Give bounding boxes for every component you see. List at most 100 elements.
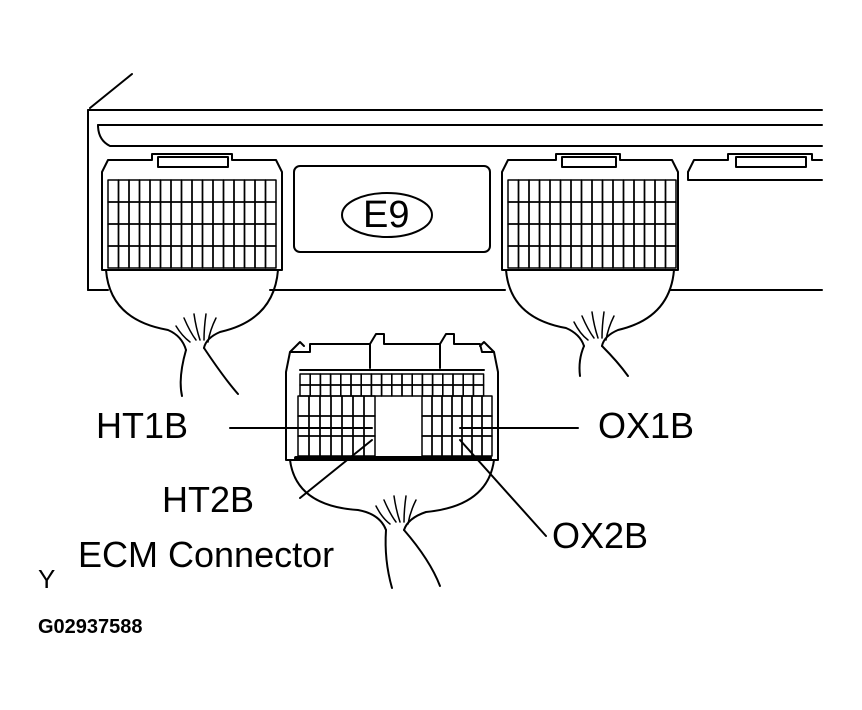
pin-cavity <box>107 201 120 225</box>
pin-cavity <box>191 245 204 269</box>
pin-cavity <box>633 201 646 225</box>
pin-cavity <box>580 201 593 225</box>
pin-cavity <box>254 245 267 269</box>
pin-cavity <box>559 201 572 225</box>
pin-cavity <box>138 223 151 247</box>
pin-cavity <box>350 384 362 397</box>
pin-cavity <box>421 415 433 437</box>
pin-cavity <box>507 179 520 203</box>
pin-cavity <box>107 179 120 203</box>
pin-cavity <box>159 179 172 203</box>
pin-cavity <box>180 223 193 247</box>
pin-cavity <box>643 201 656 225</box>
pin-cavity <box>591 223 604 247</box>
pin-cavity <box>538 223 551 247</box>
pin-cavity <box>308 435 321 457</box>
pin-cavity <box>591 245 604 269</box>
pin-cavity <box>330 435 343 457</box>
pin-cavity <box>580 179 593 203</box>
pin-cavity <box>471 395 483 417</box>
pin-cavity <box>451 415 463 437</box>
pin-cavity <box>481 435 493 457</box>
pin-cavity <box>319 373 332 386</box>
pin-cavity <box>340 373 352 386</box>
label-ecm-connector: ECM Connector <box>78 534 335 575</box>
pin-cavity <box>297 435 310 457</box>
left-mounted-connector <box>101 153 283 397</box>
pin-cavity <box>441 395 453 417</box>
pin-cavity <box>180 245 193 269</box>
pin-cavity <box>191 223 204 247</box>
pin-cavity <box>254 201 267 225</box>
pin-cavity <box>441 435 453 457</box>
pin-cavity <box>243 201 256 225</box>
pin-cavity <box>421 373 434 386</box>
pin-cavity <box>517 245 530 269</box>
pin-cavity <box>308 395 321 417</box>
pin-cavity <box>243 245 256 269</box>
pin-cavity <box>329 373 342 386</box>
pin-cavity <box>128 179 141 203</box>
pin-cavity <box>352 395 365 417</box>
pin-cavity <box>654 245 667 269</box>
pin-cavity <box>264 245 277 269</box>
pin-cavity <box>299 384 311 397</box>
pin-cavity <box>452 384 464 397</box>
pin-cavity <box>117 201 130 225</box>
pin-cavity <box>180 179 193 203</box>
pin-cavity <box>330 415 343 437</box>
pin-cavity <box>319 395 332 417</box>
right-wire-bundle <box>573 311 615 341</box>
pin-cavity <box>654 223 667 247</box>
pin-cavity <box>431 435 443 457</box>
pin-cavity <box>309 373 322 386</box>
pin-cavity <box>299 373 311 386</box>
pin-cavity <box>507 223 520 247</box>
pin-cavity <box>180 201 193 225</box>
pin-cavity <box>664 245 677 269</box>
pin-cavity <box>401 384 413 397</box>
pin-cavity <box>664 201 677 225</box>
pin-cavity <box>329 384 342 397</box>
pin-cavity <box>222 179 235 203</box>
label-ox2b: OX2B <box>552 515 649 556</box>
label-ht2b: HT2B <box>162 479 255 520</box>
pin-cavity <box>380 373 393 386</box>
pin-cavity <box>570 223 583 247</box>
pin-cavity <box>633 223 646 247</box>
pin-cavity <box>570 245 583 269</box>
pin-cavity <box>549 201 562 225</box>
pin-cavity <box>471 415 483 437</box>
pin-cavity <box>452 373 464 386</box>
pin-cavity <box>264 179 277 203</box>
pin-cavity <box>411 384 424 397</box>
pin-cavity <box>471 435 483 457</box>
pin-cavity <box>391 384 403 397</box>
pin-cavity <box>370 384 383 397</box>
pin-cavity <box>149 201 162 225</box>
pin-cavity <box>507 245 520 269</box>
third-connector <box>687 153 823 181</box>
pin-cavity <box>559 223 572 247</box>
pin-cavity <box>601 179 614 203</box>
ecu-tag: E9 <box>363 194 410 236</box>
pin-cavity <box>421 384 434 397</box>
pin-cavity <box>528 201 541 225</box>
pin-cavity <box>654 179 667 203</box>
pin-cavity <box>138 179 151 203</box>
pin-cavity <box>517 223 530 247</box>
pin-cavity <box>517 179 530 203</box>
pin-cavity <box>159 223 172 247</box>
pin-cavity <box>212 245 225 269</box>
pin-cavity <box>212 201 225 225</box>
figure-mark: Y <box>38 564 56 594</box>
pin-cavity <box>570 179 583 203</box>
leader-ht2b <box>299 439 373 499</box>
pin-cavity <box>297 395 310 417</box>
pin-cavity <box>654 201 667 225</box>
pin-cavity <box>643 179 656 203</box>
pin-cavity <box>128 201 141 225</box>
pin-cavity <box>472 373 485 386</box>
pin-cavity <box>431 395 443 417</box>
